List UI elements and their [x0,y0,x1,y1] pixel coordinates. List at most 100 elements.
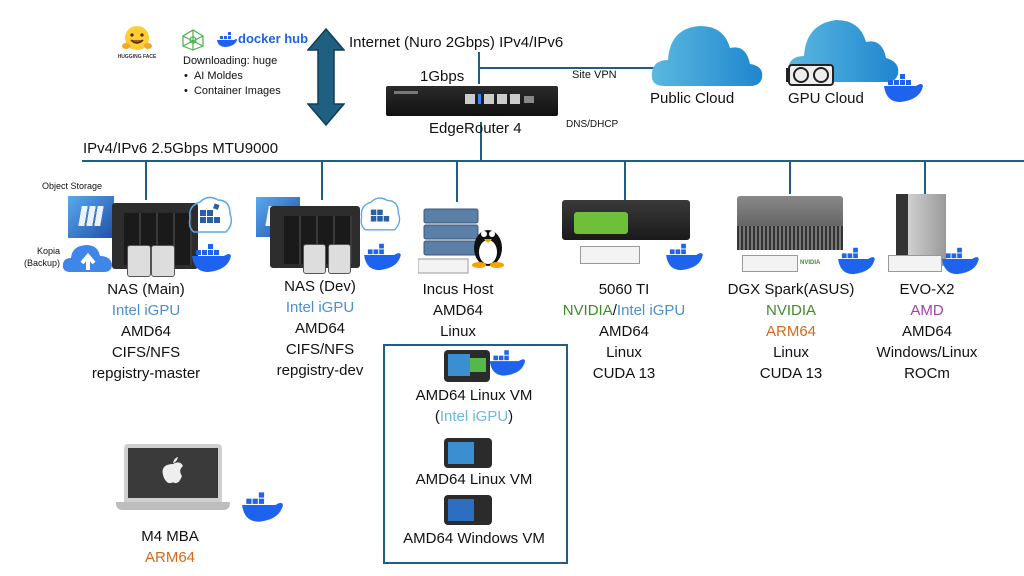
docker-icon [217,32,237,47]
vm-screen-icon [444,350,490,382]
hugging-face-icon [122,26,152,50]
drop-5060 [624,160,626,202]
vm-container [383,344,568,564]
object-storage-icon [68,196,114,238]
lan-bus-label: IPv4/IPv6 2.5Gbps MTU9000 [83,140,279,157]
docker-icon [489,350,526,376]
mba-labels: M4 MBA ARM64 [110,526,230,568]
device-name: 5060 TI [598,281,650,298]
docker-icon [884,74,923,102]
nas-main-labels: NAS (Main) Intel iGPU AMD64 CIFS/NFS rep… [66,279,226,384]
downloading-item: • Container Images [184,85,281,97]
gpu5060-labels: 5060 TI NVIDIA/Intel iGPU AMD64 Linux CU… [544,279,704,384]
cuda-label: CUDA 13 [592,365,656,382]
uplink-speed-label: 1Gbps [420,68,465,85]
ethernet-port [478,94,481,104]
gpu-card-icon [786,64,834,86]
ethernet-port [484,94,494,104]
device-name: M4 MBA [141,528,199,545]
docker-icon [192,244,231,272]
dgx-labels: DGX Spark(ASUS) NVIDIA ARM64 Linux CUDA … [716,279,866,384]
os-label: Windows/Linux [876,344,978,361]
device-name: DGX Spark(ASUS) [727,281,855,298]
os-label: Linux [773,344,809,361]
internet-label: Internet (Nuro 2Gbps) IPv4/IPv6 [349,34,564,51]
arch-label: ARM64 [144,549,196,566]
vm-gpu-label: (Intel iGPU) [434,408,514,425]
device-name: NAS (Dev) [284,278,356,295]
public-cloud-label: Public Cloud [650,90,735,107]
gpu-label: NVIDIA/Intel iGPU [562,302,686,319]
hard-disk-icon [303,244,326,274]
drop-nas-dev [321,160,323,200]
hugging-face-label: HUGGING FACE [117,54,157,60]
router-label: EdgeRouter 4 [429,120,522,137]
arch-label: AMD64 [294,320,346,337]
protocol-label: CIFS/NFS [111,344,181,361]
bidirectional-arrow-icon [307,28,345,126]
backup-label: Kopia(Backup) [23,246,60,268]
downloading-title: Downloading: huge [183,55,278,67]
hugging-face-logo: HUGGING FACE [112,24,162,66]
backup-cloud-icon [62,245,112,272]
arch-label: AMD64 [901,323,953,340]
arch-label: AMD64 [432,302,484,319]
ethernet-port [497,94,507,104]
protocol-label: CIFS/NFS [285,341,355,358]
docker-hub-logo: docker hub [216,30,309,50]
object-bucket-icon [188,196,233,233]
drop-dgx [789,160,791,194]
vm-item: AMD64 Linux VM (Intel iGPU) [384,385,564,427]
docker-icon [666,243,703,271]
device-name: Incus Host [422,281,494,298]
ethernet-port [465,94,475,104]
docker-icon [942,247,979,275]
vm-label: AMD64 Linux VM [415,387,533,404]
drop-nas-main [145,160,147,200]
gpu-cloud-label: GPU Cloud [788,90,864,107]
downloading-item: • AI Moldes [184,70,243,82]
ssd-icon [742,255,798,272]
linux-tux-icon [472,230,504,268]
ssd-icon [888,255,942,272]
arch-label: ARM64 [765,323,817,340]
router-service-label: DNS/DHCP [566,119,619,130]
hard-disk-icon [151,245,175,277]
dgx-spark-device [737,196,843,250]
registry-label: repgistry-master [91,365,201,382]
nas-dev-labels: NAS (Dev) Intel iGPU AMD64 CIFS/NFS repg… [250,276,390,381]
incus-labels: Incus Host AMD64 Linux [398,279,518,342]
registry-label: repgistry-dev [276,362,364,379]
router-to-bus-line [480,122,482,160]
server-stack-icon [418,208,479,274]
sfp-port [524,96,534,103]
vm-label: AMD64 Linux VM [415,471,533,488]
site-vpn-line [478,67,656,69]
device-name: EVO-X2 [899,281,955,298]
object-storage-label: Object Storage [42,181,103,191]
downloading-list: • AI Moldes • Container Images [184,69,281,99]
cuda-label: CUDA 13 [759,365,823,382]
device-name: NAS (Main) [107,281,185,298]
docker-icon [364,243,401,271]
gpu-server-device [562,200,690,240]
evo-x2-device [896,194,946,266]
gpu-label: Intel iGPU [285,299,355,316]
hard-disk-icon [328,244,351,274]
edgerouter-device [386,86,558,116]
os-label: Linux [440,323,476,340]
drop-incus [456,160,458,202]
arch-label: AMD64 [598,323,650,340]
rocm-label: ROCm [904,365,950,382]
ethernet-port [510,94,520,104]
gpu-label: AMD [910,302,944,319]
nvidia-badge: NVIDIA [800,260,821,266]
vm-screen-icon [444,438,492,468]
vm-screen-icon [444,495,492,525]
gpu-label: Intel iGPU [111,302,181,319]
laptop-device [116,444,230,512]
object-bucket-icon [360,197,401,231]
docker-hub-label: docker hub [238,31,309,46]
docker-icon [838,247,875,275]
docker-icon [242,492,283,522]
